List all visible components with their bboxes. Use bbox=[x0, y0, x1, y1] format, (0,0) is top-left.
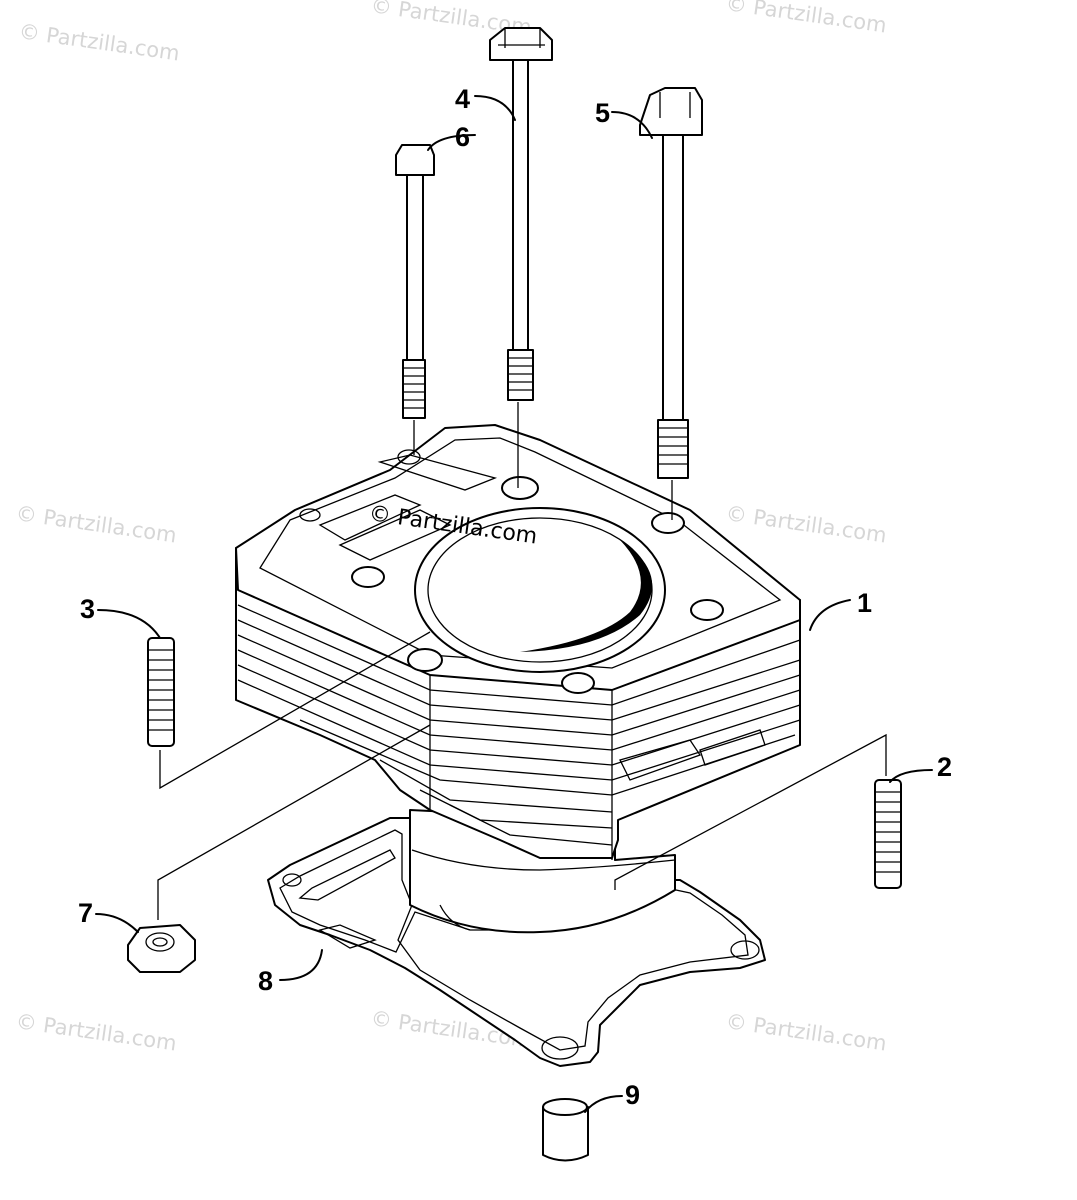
watermark: © Partzilla.com bbox=[17, 19, 181, 65]
callout-7: 7 bbox=[78, 898, 93, 928]
stud-part-2 bbox=[874, 779, 902, 889]
watermark: © Partzilla.com bbox=[14, 501, 178, 547]
callout-5: 5 bbox=[595, 98, 610, 128]
callout-8: 8 bbox=[258, 966, 273, 996]
flange-nut-part-7 bbox=[127, 924, 196, 973]
callout-2: 2 bbox=[937, 752, 952, 782]
callout-6: 6 bbox=[455, 122, 470, 152]
cylinder-bolt-part-4 bbox=[489, 27, 553, 401]
callout-4: 4 bbox=[455, 84, 470, 114]
leader-lines bbox=[95, 95, 933, 1113]
watermark: © Partzilla.com bbox=[724, 501, 888, 547]
stud-part-3 bbox=[147, 637, 175, 747]
dowel-pin-part-9 bbox=[542, 1098, 589, 1162]
cylinder-bolt-part-6 bbox=[395, 144, 435, 419]
cylinder-block-part-1 bbox=[235, 424, 801, 860]
watermark: © Partzilla.com bbox=[724, 1009, 888, 1055]
cylinder-bolt-part-5 bbox=[639, 87, 703, 479]
callout-3: 3 bbox=[80, 594, 95, 624]
callout-9: 9 bbox=[625, 1080, 640, 1110]
callout-1: 1 bbox=[857, 588, 872, 618]
watermark: © Partzilla.com bbox=[724, 0, 888, 38]
watermark: © Partzilla.com bbox=[14, 1009, 178, 1055]
